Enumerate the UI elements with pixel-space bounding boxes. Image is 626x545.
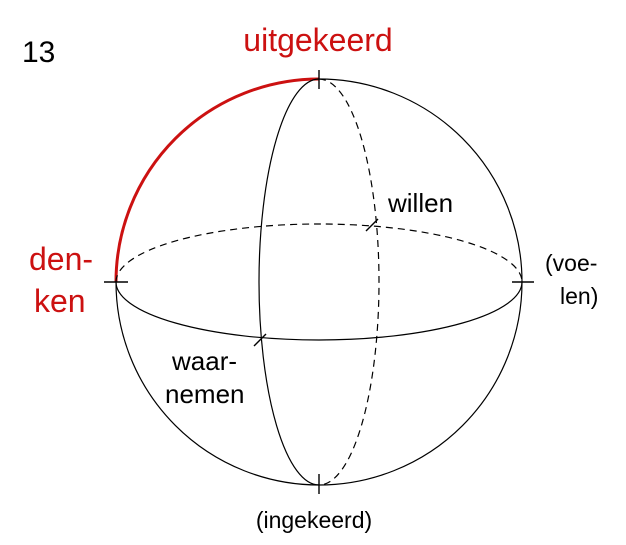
denken-uitgekeerd-arc — [114, 77, 320, 283]
label-voelen-line1: (voe- — [545, 250, 597, 276]
vertical-ellipse-back — [318, 78, 380, 486]
horizontal-ellipse-back — [115, 223, 523, 283]
label-waarnemen-line1: waar- — [171, 346, 237, 376]
vertical-ellipse-front — [258, 78, 320, 486]
label-willen: willen — [387, 188, 453, 218]
tick-willen — [365, 218, 379, 232]
label-waarnemen-line2: nemen — [165, 379, 245, 409]
label-uitgekeerd: uitgekeerd — [243, 22, 392, 58]
label-denken-line2: ken — [34, 283, 86, 319]
label-ingekeerd: (ingekeerd) — [256, 507, 372, 533]
sphere-outline — [115, 78, 523, 486]
label-voelen-line2: len) — [560, 283, 598, 309]
figure-number: 13 — [22, 36, 55, 69]
horizontal-ellipse-front — [115, 281, 523, 341]
tick-marks — [104, 70, 534, 494]
tick-waarnemen — [253, 333, 267, 347]
label-denken-line1: den- — [29, 241, 93, 277]
